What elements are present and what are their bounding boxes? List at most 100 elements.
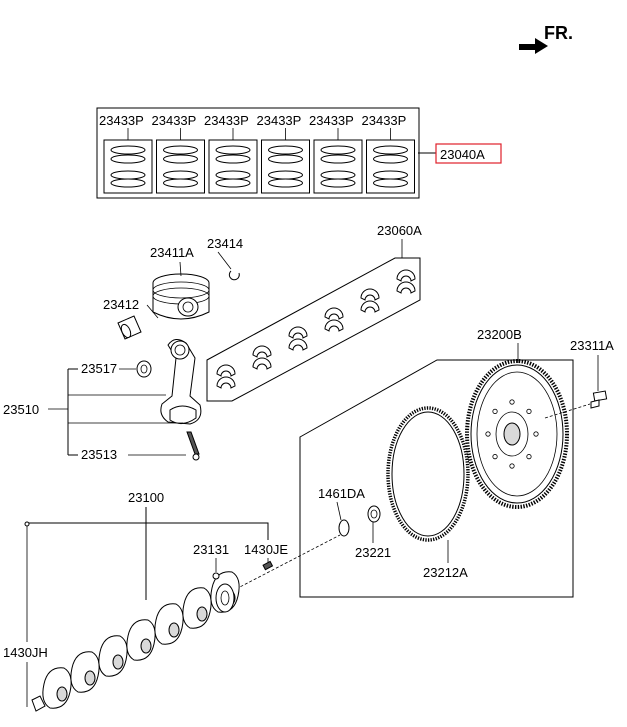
front-arrow-icon [519, 38, 548, 54]
bearing-shell [216, 376, 236, 389]
ring-cell [156, 139, 205, 194]
crank-nose [31, 695, 46, 712]
snap-ring-label[interactable]: 23414 [207, 236, 243, 251]
crank-flange [215, 583, 235, 613]
ring-set-assembly-label[interactable]: 23040A [440, 147, 485, 162]
seal-label[interactable]: 1461DA [318, 486, 365, 501]
crank-web [42, 667, 72, 709]
piston-ring [215, 154, 251, 164]
ring-label-5[interactable]: 23433P [309, 113, 354, 128]
bearing-shell [324, 319, 344, 332]
crank-web [154, 603, 184, 645]
piston-ring [215, 145, 251, 155]
piston-ring [163, 154, 198, 164]
ring-set-highlight [435, 143, 502, 164]
crankshaft-label[interactable]: 23100 [128, 490, 164, 505]
piston-ring [110, 170, 146, 180]
piston-ring [215, 178, 251, 188]
bearing-set-label[interactable]: 23060A [377, 223, 422, 238]
piston-ring [163, 145, 198, 155]
piston-ring [373, 154, 408, 164]
ring-label-2[interactable]: 23433P [152, 113, 197, 128]
pilot-bearing-label[interactable]: 23221 [355, 545, 391, 560]
ring-gear-label[interactable]: 23212A [423, 565, 468, 580]
piston-ring [110, 154, 146, 164]
flywheel-group: 23200B 23311A 23212A 1461DA 23221 [299, 327, 614, 598]
crank-web [126, 619, 156, 661]
ring-label-1[interactable]: 23433P [99, 113, 144, 128]
flywheel-hole [533, 431, 539, 437]
piston-ring [268, 154, 303, 164]
flywheel-hole [526, 454, 532, 460]
crank-web [182, 587, 212, 629]
bearing-set-group: 23060A [206, 223, 422, 402]
bearing-shell [396, 281, 416, 294]
crankshaft-group: 23100 23131 1430JE 1430JH [3, 490, 341, 712]
bearing-shell [360, 288, 380, 301]
ring-label-6[interactable]: 23433P [362, 113, 407, 128]
piston-ring [268, 145, 303, 155]
ring-cell [261, 139, 310, 194]
flywheel-hole [526, 408, 532, 414]
crank-journal [112, 654, 124, 670]
piston-ring [110, 178, 146, 188]
bearing-shell [360, 300, 380, 313]
rod-bolt-label[interactable]: 23513 [81, 447, 117, 462]
front-key-label[interactable]: 1430JH [3, 645, 48, 660]
rod-bushing-label[interactable]: 23517 [81, 361, 117, 376]
flywheel-hole [509, 399, 515, 405]
piston-ring [373, 178, 408, 188]
ring-cell [313, 139, 363, 194]
flywheel-hole [492, 454, 498, 460]
flywheel-bolt-label[interactable]: 23311A [570, 338, 614, 353]
key-label[interactable]: 1430JE [244, 542, 288, 557]
piston-ring [110, 145, 146, 155]
front-direction-marker: FR. [519, 23, 573, 54]
crank-journal [196, 606, 208, 622]
bearing-shell [252, 345, 272, 358]
bearing-shell [216, 364, 236, 377]
piston-ring [373, 170, 408, 180]
piston-ring [320, 145, 356, 155]
piston-ring [320, 178, 356, 188]
ring-set-group: 23433P 23433P 23433P 23433P 23433P 23433P 230… [96, 107, 502, 199]
ring-cell [103, 139, 153, 194]
piston-ring [268, 178, 303, 188]
pin-dowel-label[interactable]: 23131 [193, 542, 229, 557]
ring-gear [386, 406, 470, 542]
flywheel-bolt [590, 390, 608, 409]
piston-ring [373, 145, 408, 155]
piston-ring [320, 154, 356, 164]
front-label: FR. [544, 23, 573, 43]
flywheel-label[interactable]: 23200B [477, 327, 522, 342]
piston-label[interactable]: 23411A [150, 245, 194, 260]
ring-cell [208, 139, 258, 194]
ring-cell [366, 139, 415, 194]
piston-pin [117, 315, 142, 340]
piston-ring [215, 170, 251, 180]
bearing-shell [252, 357, 272, 370]
connecting-rod-group: 23517 23510 23513 [3, 339, 202, 462]
connecting-rod-label[interactable]: 23510 [3, 402, 39, 417]
ring-label-3[interactable]: 23433P [204, 113, 249, 128]
crank-web [70, 651, 100, 693]
bearing-shell [396, 269, 416, 282]
flywheel-hole [492, 408, 498, 414]
crank-journal [140, 638, 152, 654]
piston-group: 23411A 23414 23412 [103, 236, 243, 340]
flywheel-hole [509, 463, 515, 469]
flywheel-hole [485, 431, 491, 437]
bearing-shell [288, 338, 308, 351]
piston-ring [163, 178, 198, 188]
piston-ring [320, 170, 356, 180]
piston-pin-label[interactable]: 23412 [103, 297, 139, 312]
crank-journal [84, 670, 96, 686]
ring-label-4[interactable]: 23433P [257, 113, 302, 128]
crank-journal [168, 622, 180, 638]
piston-ring [268, 170, 303, 180]
bearing-shell [324, 307, 344, 320]
piston-ring [163, 170, 198, 180]
crank-web [98, 635, 128, 677]
bearing-shell [288, 326, 308, 339]
